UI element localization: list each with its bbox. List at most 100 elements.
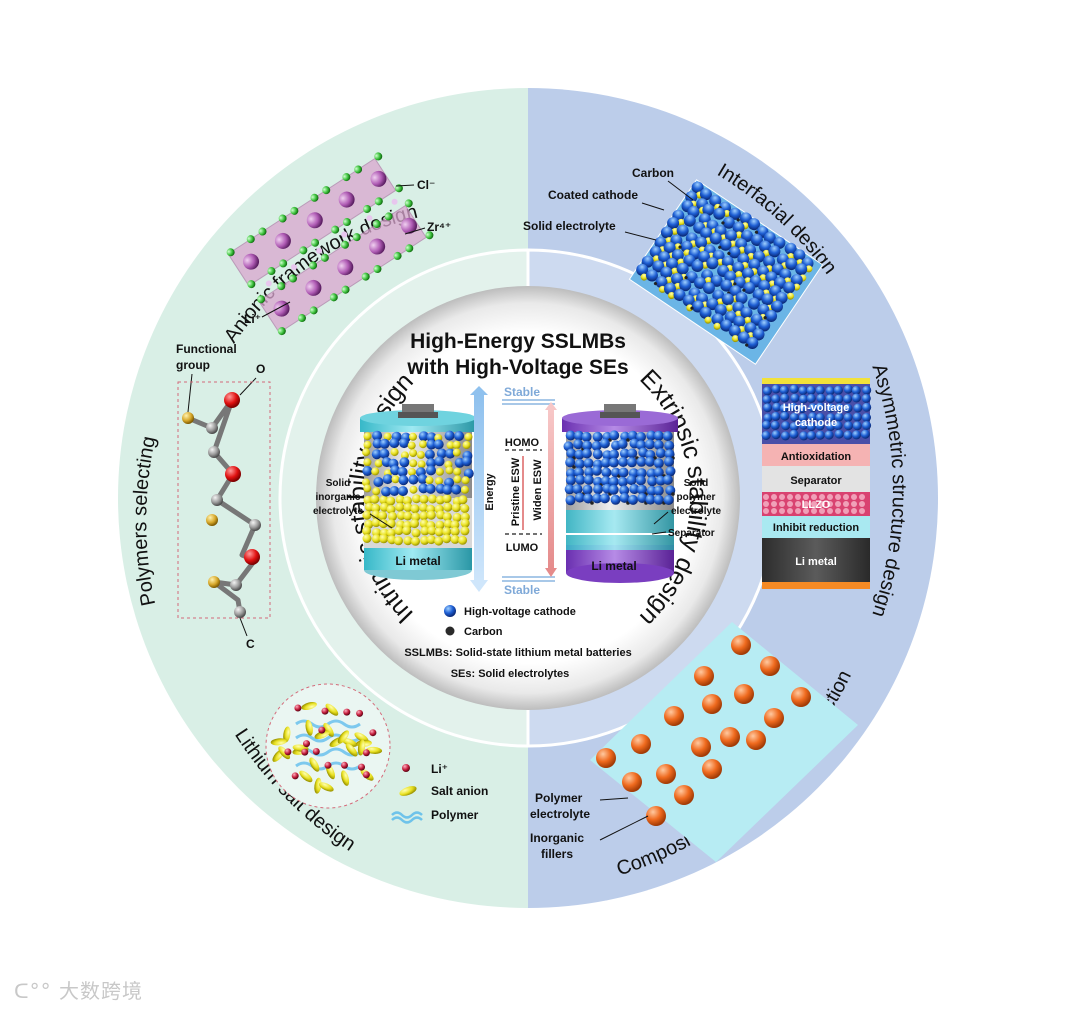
electrolyte-particle — [450, 520, 460, 530]
lumo-label: LUMO — [506, 542, 539, 554]
cathode-particle — [645, 456, 655, 467]
electrolyte-particle — [371, 510, 381, 520]
cathode-particle — [772, 402, 782, 412]
cathode-particle — [663, 495, 674, 505]
solid-electrolyte-particle — [725, 304, 733, 312]
coated-cathode-particle — [671, 273, 684, 286]
cathode-particle — [362, 466, 373, 476]
coated-cathode-particle — [710, 274, 723, 287]
cathode-particle — [574, 467, 584, 478]
li-ion — [291, 772, 299, 780]
cl-atom — [342, 218, 351, 227]
cathode-particle — [609, 449, 619, 460]
electrolyte-particle — [394, 536, 403, 546]
coated-cathode-particle — [761, 293, 774, 306]
composite-polymer-line1: Polymer — [535, 791, 583, 805]
salt-anion — [318, 782, 334, 792]
solid-electrolyte-particle — [671, 228, 679, 236]
cathode-particle — [761, 431, 771, 440]
cl-atom — [372, 220, 381, 229]
llzo-particle — [835, 501, 841, 507]
cathode-particle — [363, 432, 372, 441]
cl-atom — [384, 212, 393, 221]
li-ion — [358, 763, 365, 771]
cathode-particle — [619, 492, 630, 503]
cl-atom — [258, 227, 267, 236]
cathode-particle — [628, 494, 638, 505]
cathode-particle — [464, 432, 473, 441]
electrolyte-particle — [428, 494, 437, 504]
electrolyte-particle — [435, 495, 445, 505]
cathode-particle — [771, 411, 781, 421]
cathode-particle — [581, 448, 592, 459]
electrolyte-particle — [410, 504, 420, 514]
pristine-esw-label: Pristine ESW — [510, 457, 522, 526]
li-atom — [341, 231, 348, 238]
llzo-particle — [803, 501, 809, 507]
right-cell-label-2: polymer — [677, 492, 716, 503]
polymer-cell: Li metal — [562, 404, 678, 583]
right-cell-label-1: Solid — [684, 478, 708, 489]
carbon-particle — [572, 465, 576, 469]
cathode-particle — [566, 468, 576, 479]
cathode-particle — [600, 457, 611, 468]
coated-cathode-particle — [744, 244, 757, 257]
carbon-particle — [626, 438, 630, 442]
cathode-particle — [582, 440, 593, 451]
cathode-particle — [771, 384, 781, 394]
inorganic-filler — [691, 737, 711, 757]
cathode-particle — [815, 385, 825, 395]
coated-cathode-particle — [685, 191, 698, 204]
cathode-particle — [619, 448, 630, 459]
cl-atom — [361, 272, 370, 281]
asym-cathode-line1: High-voltage — [783, 402, 850, 414]
cathode-particle — [799, 431, 809, 441]
asymmetric-stack — [761, 378, 872, 589]
coated-cathode-particle — [700, 227, 713, 240]
cathode-particle — [446, 441, 455, 450]
asym-separator: Separator — [790, 475, 842, 487]
cathode-particle — [408, 474, 419, 485]
electrolyte-particle — [371, 503, 381, 513]
cathode-particle — [779, 404, 789, 413]
cl-atom — [352, 233, 361, 242]
cathode-particle — [637, 493, 648, 503]
electrolyte-particle — [402, 496, 412, 506]
cathode-particle — [599, 493, 610, 504]
cathode-particle — [600, 476, 611, 487]
cathode-particle — [790, 393, 800, 403]
cathode-particle — [862, 402, 872, 412]
li-ion — [301, 748, 309, 756]
inorganic-filler — [702, 759, 722, 779]
coated-cathode-particle — [728, 325, 741, 338]
carbon-particle — [754, 230, 759, 234]
cathode-particle — [372, 487, 381, 496]
salt-legend-polymer-icon — [391, 811, 423, 824]
cl-atom — [320, 253, 329, 262]
cathode-particle — [462, 441, 471, 449]
electrolyte-particle — [362, 526, 372, 536]
polymer-dashed-box — [177, 381, 271, 619]
llzo-particle — [787, 501, 793, 507]
li-atom — [391, 198, 398, 205]
coated-cathode-particle — [763, 255, 776, 268]
cathode-particle — [426, 432, 437, 443]
cathode-particle — [426, 465, 436, 476]
li-atom — [290, 264, 297, 271]
zr-atom — [401, 217, 418, 234]
cathode-particle — [418, 483, 429, 494]
electrolyte-particle — [403, 511, 413, 521]
cathode-particle — [418, 431, 429, 442]
electrolyte-particle — [434, 527, 444, 537]
cathode-particle — [833, 421, 843, 431]
cathode-particle — [417, 460, 426, 469]
cathode-particle — [426, 439, 437, 450]
cathode-particle — [591, 465, 602, 476]
cathode-particle — [843, 403, 853, 413]
cathode-particle — [843, 430, 853, 440]
cathode-particle — [833, 385, 843, 395]
cathode-particle — [843, 384, 853, 394]
salt-anion — [325, 703, 339, 716]
llzo-particle — [795, 494, 801, 500]
llzo-particle — [787, 508, 793, 514]
